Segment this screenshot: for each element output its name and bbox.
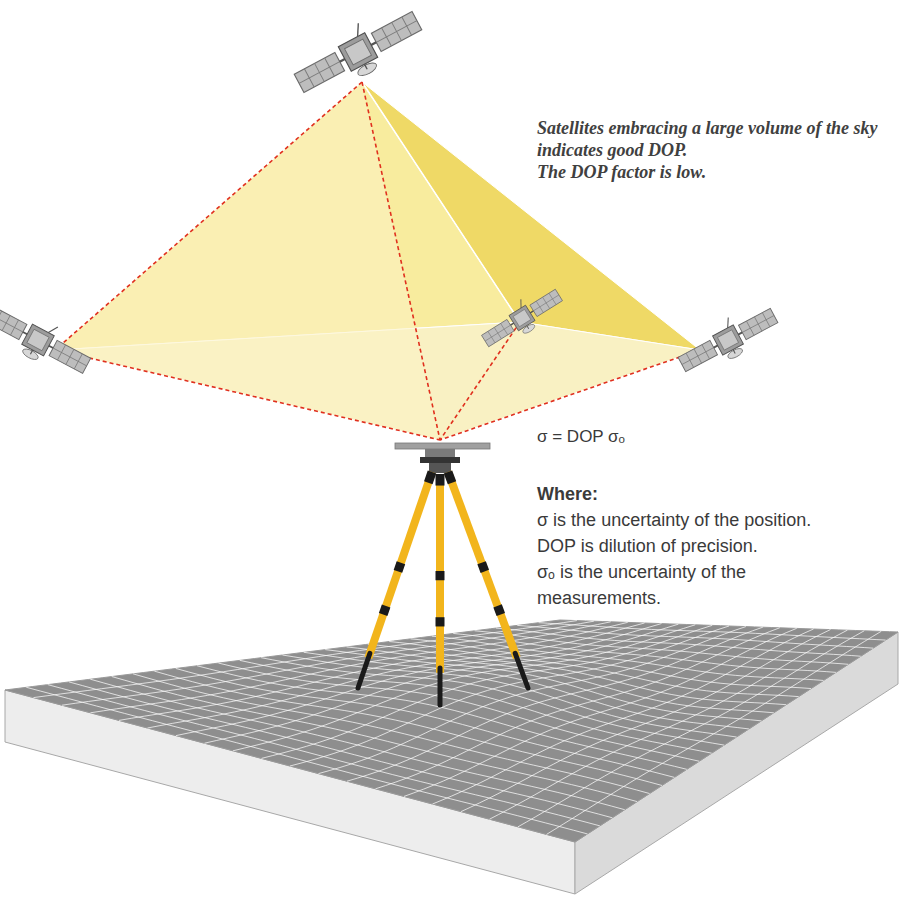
terrain-grid-line <box>433 629 814 804</box>
terrain-surface <box>5 620 898 842</box>
tripod-foot <box>358 653 370 688</box>
terrain-grid-line <box>283 655 737 737</box>
formula: σ = DOP σₒ <box>537 426 625 448</box>
tripod-band <box>482 563 485 572</box>
tripod-band <box>436 571 445 580</box>
definition: σ is the uncertainty of the position. <box>537 507 811 533</box>
terrain-grid-line <box>518 631 864 827</box>
tripod-band <box>436 474 445 486</box>
satellites <box>0 0 783 383</box>
terrain-grid-line <box>154 671 662 785</box>
terrain-block <box>5 620 898 894</box>
definition: DOP is dilution of precision. <box>537 533 758 559</box>
terrain-grid-line <box>90 679 624 809</box>
tripod-leg <box>368 472 432 658</box>
tripod-leg <box>436 474 444 673</box>
terrain-grid-line <box>197 666 687 770</box>
tripod-band <box>436 617 445 626</box>
legend-heading: Where: <box>537 481 598 507</box>
tripod-band <box>398 563 401 572</box>
tripod-band <box>383 606 386 615</box>
terrain-grid-line <box>133 674 649 794</box>
tripod-band <box>428 472 432 483</box>
definition: σₒ is the uncertainty of the measurement… <box>537 559 829 611</box>
tripod-receiver <box>358 443 528 705</box>
tripod-foot <box>515 653 528 688</box>
terrain-grid-line <box>34 621 577 698</box>
terrain-grid-line <box>148 623 645 728</box>
terrain-grid-line <box>347 647 774 713</box>
tripod-band <box>498 606 501 615</box>
terrain-grid-line <box>262 625 713 758</box>
terrain-grid-line <box>319 627 746 774</box>
note-text: The DOP factor is low. <box>537 161 706 183</box>
tripod-foot <box>438 668 443 705</box>
tripod-leg <box>448 472 517 658</box>
terrain-grid-line <box>233 625 695 751</box>
terrain-grid-line <box>218 663 699 761</box>
terrain-grid-line <box>62 621 594 705</box>
terrain-grid-line <box>461 630 830 812</box>
note-text: Satellites embracing a large volume of t… <box>537 117 879 161</box>
terrain-grid-line <box>347 627 763 781</box>
terrain-grid-line <box>325 650 761 721</box>
tripod-band <box>448 472 452 483</box>
terrain-grid-line <box>547 631 882 834</box>
terrain-grid-line <box>490 630 848 819</box>
terrain-grid-line <box>176 624 661 736</box>
terrain-grid-line <box>176 668 675 777</box>
terrain-grid-line <box>91 622 611 713</box>
terrain-grid-line <box>404 628 797 796</box>
